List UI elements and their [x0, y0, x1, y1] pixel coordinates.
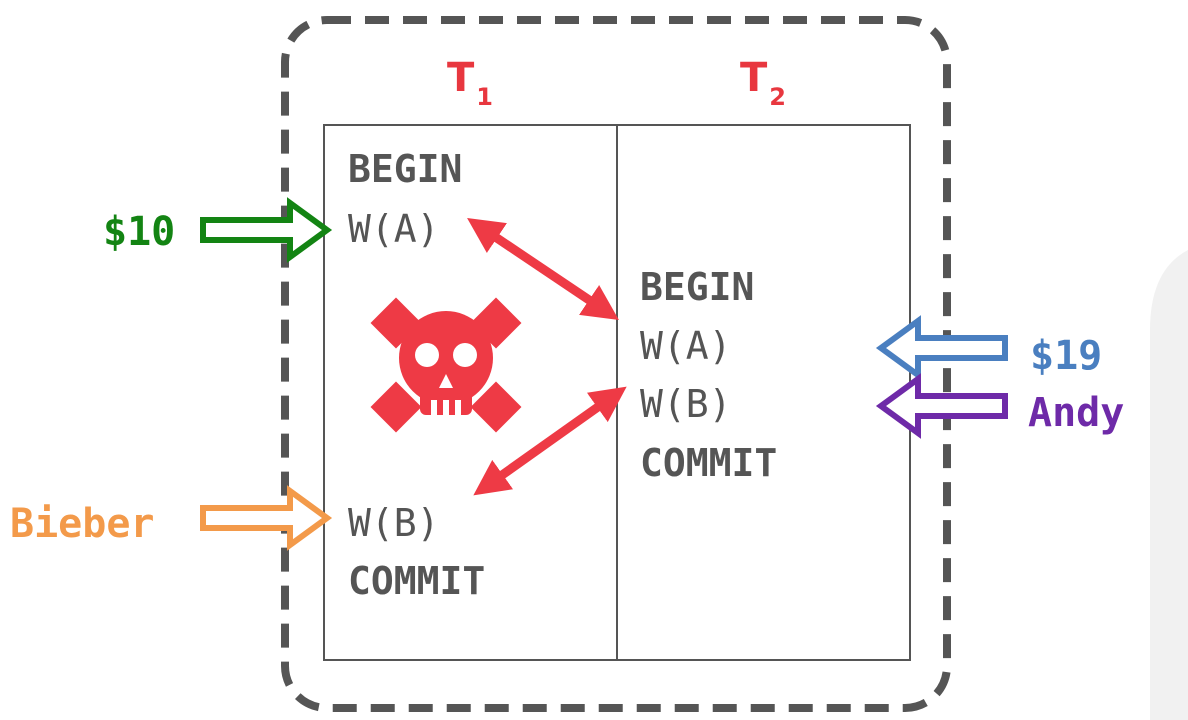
- arrow-19-icon: [875, 315, 1008, 381]
- t2-write-a: W(A): [640, 324, 732, 368]
- conflict-arrow-b: [473, 386, 627, 496]
- arrow-10-icon: [200, 197, 333, 263]
- t1-write-a: W(A): [348, 207, 440, 251]
- input-label-bieber: Bieber: [10, 501, 155, 547]
- t1-write-b: W(B): [348, 501, 440, 545]
- input-label-10: $10: [103, 209, 176, 255]
- input-label-19: $19: [1030, 333, 1103, 379]
- t1-begin: BEGIN: [348, 147, 463, 191]
- t2-begin: BEGIN: [640, 265, 755, 309]
- column-header-t1: T1: [447, 58, 493, 109]
- t2-commit: COMMIT: [640, 441, 778, 485]
- t1-name: T: [447, 55, 475, 101]
- t2-subscript: 2: [769, 83, 786, 111]
- input-label-andy: Andy: [1028, 390, 1125, 436]
- column-header-t2: T2: [740, 58, 786, 109]
- t1-subscript: 1: [476, 83, 493, 111]
- arrow-andy-icon: [875, 373, 1008, 439]
- conflict-arrow-a: [467, 217, 619, 321]
- t1-commit: COMMIT: [348, 559, 486, 603]
- arrow-bieber-icon: [200, 485, 333, 551]
- t2-write-b: W(B): [640, 382, 732, 426]
- t2-name: T: [740, 55, 768, 101]
